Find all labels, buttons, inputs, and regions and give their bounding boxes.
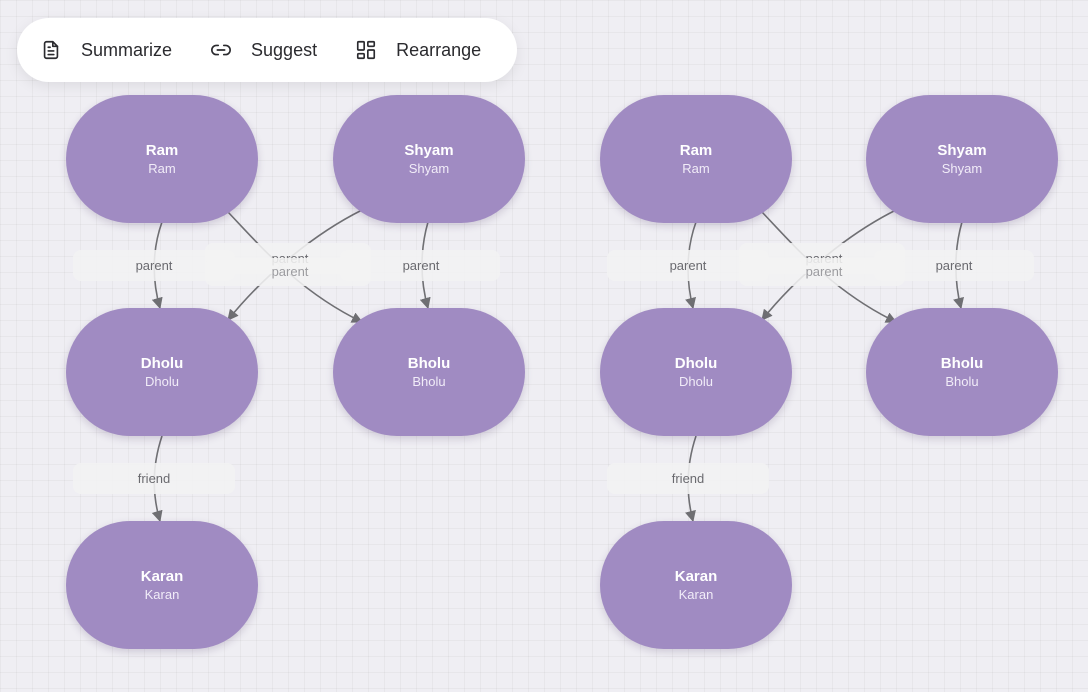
node-subtitle: Bholu (945, 373, 979, 389)
edge-label-text: parent (403, 258, 440, 273)
rearrange-button[interactable]: Rearrange (355, 30, 481, 70)
node-title: Karan (140, 567, 184, 585)
node-subtitle: Bholu (412, 373, 446, 389)
node-title: Dholu (140, 354, 184, 372)
edge-label-ram-dholu: parent (607, 250, 769, 281)
suggest-label: Suggest (251, 39, 318, 60)
edge-label-shyam-bholu: parent (874, 250, 1034, 281)
node-ram[interactable]: Ram Ram (600, 95, 792, 223)
node-title: Bholu (407, 354, 451, 372)
node-ram[interactable]: Ram Ram (66, 95, 258, 223)
edge-label-shyam-bholu: parent (340, 250, 500, 281)
node-subtitle: Shyam (941, 160, 983, 176)
node-bholu[interactable]: Bholu Bholu (333, 308, 525, 436)
node-subtitle: Ram (148, 160, 176, 176)
edge-label-text: parent (272, 264, 309, 279)
suggest-button[interactable]: Suggest (210, 30, 317, 70)
node-karan[interactable]: Karan Karan (66, 521, 258, 649)
node-dholu[interactable]: Dholu Dholu (600, 308, 792, 436)
edge-label-text: friend (672, 471, 705, 486)
node-subtitle: Karan (144, 586, 180, 602)
edge-label-dholu-karan: friend (607, 463, 769, 494)
node-dholu[interactable]: Dholu Dholu (66, 308, 258, 436)
floating-toolbar: Summarize Suggest Rearrange (17, 18, 517, 82)
edge-label-text: parent (936, 258, 973, 273)
node-karan[interactable]: Karan Karan (600, 521, 792, 649)
node-bholu[interactable]: Bholu Bholu (866, 308, 1058, 436)
edge-label-text: friend (138, 471, 171, 486)
node-subtitle: Karan (678, 586, 714, 602)
node-title: Shyam (937, 141, 987, 159)
edge-label-ram-dholu: parent (73, 250, 235, 281)
node-shyam[interactable]: Shyam Shyam (333, 95, 525, 223)
node-subtitle: Dholu (145, 373, 179, 389)
edge-label-cross-bottom: parent (205, 258, 371, 286)
node-title: Ram (679, 141, 713, 159)
edge-label-dholu-karan: friend (73, 463, 235, 494)
node-title: Shyam (404, 141, 454, 159)
edge-label-text: parent (670, 258, 707, 273)
summarize-label: Summarize (81, 39, 173, 60)
node-subtitle: Shyam (408, 160, 450, 176)
edge-label-text: parent (136, 258, 173, 273)
node-subtitle: Ram (682, 160, 710, 176)
node-title: Bholu (940, 354, 984, 372)
node-title: Karan (674, 567, 718, 585)
document-icon (40, 39, 62, 61)
node-shyam[interactable]: Shyam Shyam (866, 95, 1058, 223)
edge-label-cross-bottom: parent (739, 258, 905, 286)
node-title: Dholu (674, 354, 718, 372)
edge-label-text: parent (806, 264, 843, 279)
layout-grid-icon (355, 39, 377, 61)
node-subtitle: Dholu (679, 373, 713, 389)
rearrange-label: Rearrange (396, 39, 482, 60)
summarize-button[interactable]: Summarize (40, 30, 172, 70)
node-title: Ram (145, 141, 179, 159)
link-icon (210, 39, 232, 61)
